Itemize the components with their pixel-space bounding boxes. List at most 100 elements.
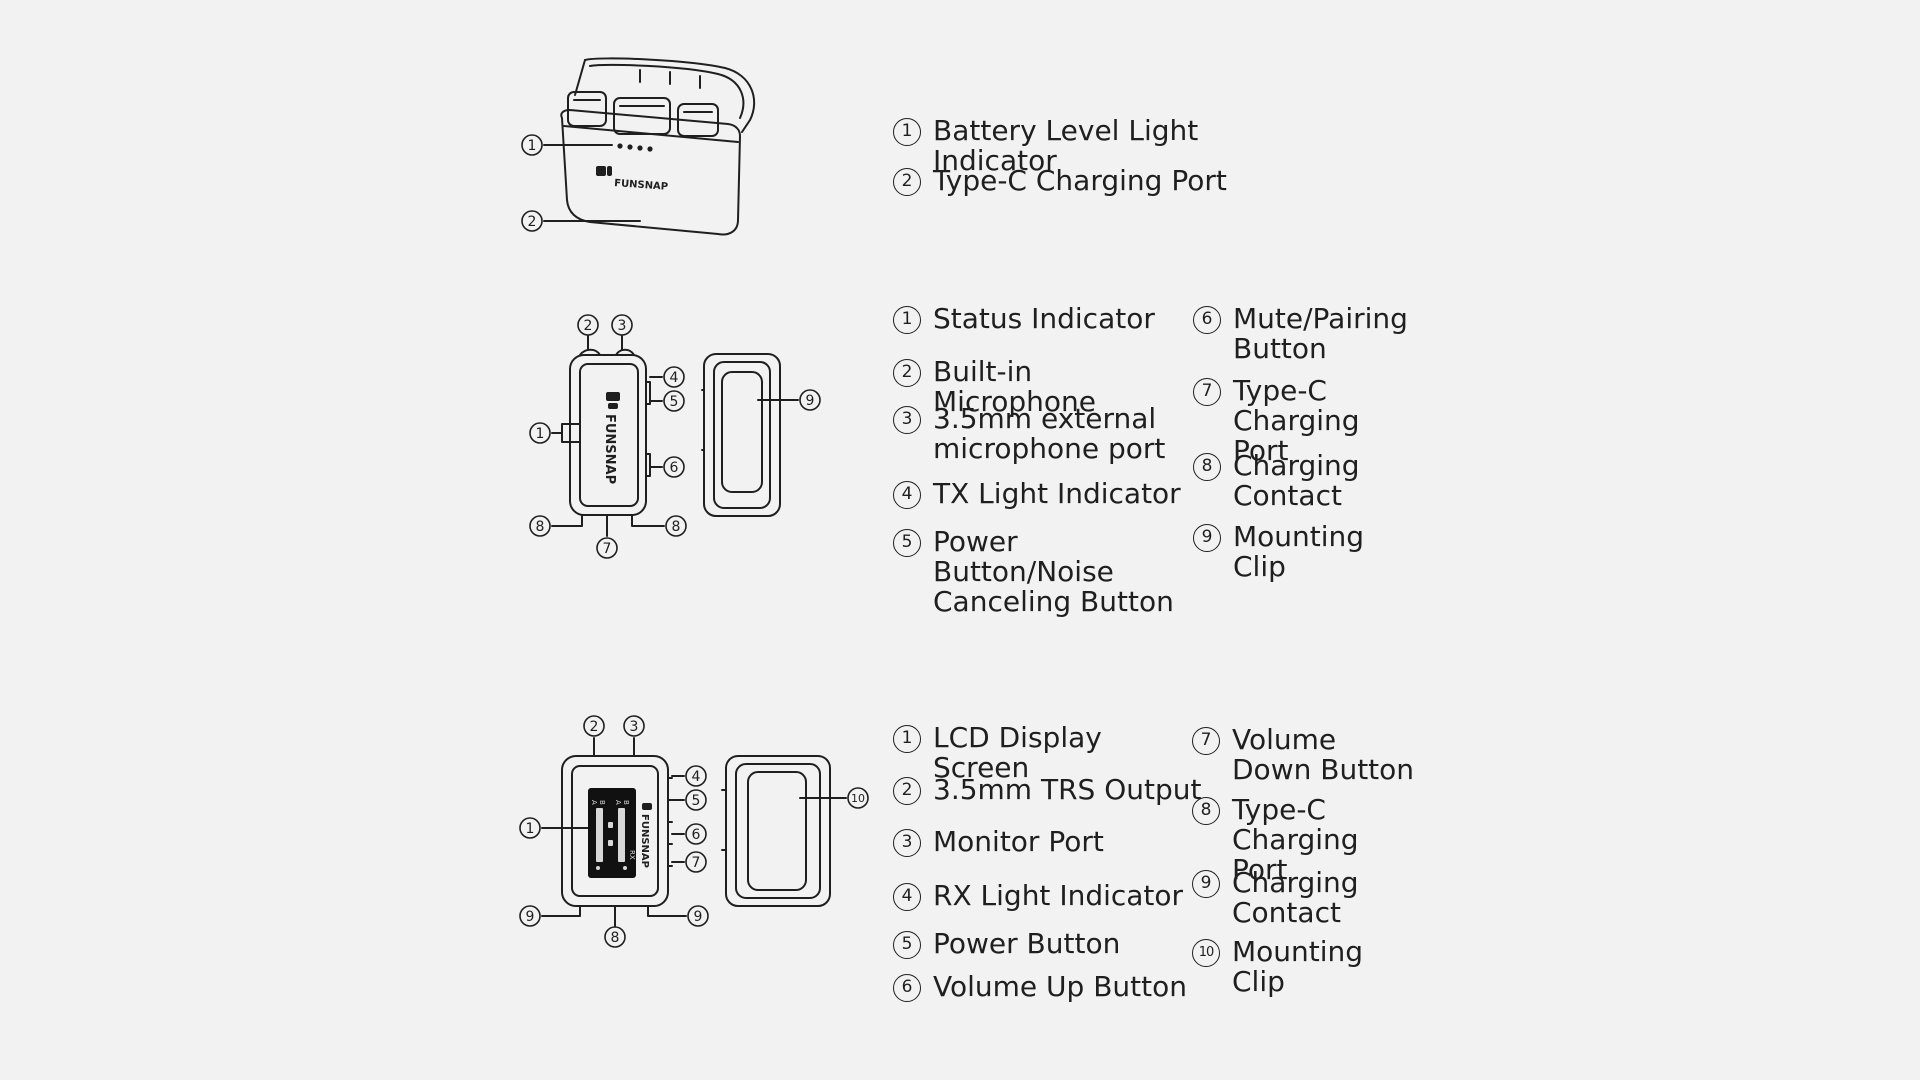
legend-item: 2 Type-C Charging Port [893, 166, 1323, 196]
legend-text: Mounting Clip [1233, 520, 1365, 583]
legend-item: 1 Battery Level Light Indicator [893, 116, 1323, 176]
svg-text:8: 8 [611, 930, 620, 946]
legend-item: 5 Power Button/Noise Canceling Button [893, 527, 1203, 617]
svg-text:1: 1 [528, 138, 537, 154]
legend-text: 3.5mm external microphone port [933, 402, 1166, 465]
legend-item: 7 Volume Down Button [1192, 725, 1422, 785]
lcd-left-label-b: B [598, 800, 606, 805]
rx-callout-9b-marker: 9 [687, 905, 709, 927]
legend-text: Charging Contact [1233, 449, 1360, 512]
svg-text:1: 1 [526, 821, 535, 837]
rx-callout-2-marker: 2 [583, 715, 605, 737]
legend-item: 4 TX Light Indicator [893, 479, 1203, 509]
legend-text: Mute/Pairing Button [1233, 302, 1408, 365]
svg-text:10: 10 [851, 792, 865, 805]
legend-text: Type-C Charging Port [1232, 793, 1359, 886]
legend-text: Volume Down Button [1232, 723, 1415, 786]
legend-item: 8 Type-C Charging Port [1192, 795, 1422, 885]
legend-number: 4 [893, 481, 921, 509]
rx-leader-9b [647, 905, 687, 917]
rx-callout-6-marker: 6 [685, 823, 707, 845]
lcd-right-label-a: A [614, 800, 622, 805]
legend-number: 6 [893, 974, 921, 1002]
legend-number: 3 [893, 406, 921, 434]
legend-text: Monitor Port [933, 825, 1104, 858]
svg-text:7: 7 [692, 855, 701, 871]
legend-number: 2 [893, 168, 921, 196]
tx-callout-3-marker: 3 [611, 314, 633, 336]
svg-text:5: 5 [670, 394, 679, 410]
legend-number: 2 [893, 777, 921, 805]
svg-text:9: 9 [694, 909, 703, 925]
legend-number: 1 [893, 118, 921, 146]
rx-callout-8-marker: 8 [604, 926, 626, 948]
rx-callout-1-marker: 1 [519, 817, 541, 839]
legend-item: 4 RX Light Indicator [893, 881, 1203, 911]
svg-text:8: 8 [672, 519, 681, 535]
legend-number: 9 [1192, 870, 1220, 898]
rx-callout-3-marker: 3 [623, 715, 645, 737]
legend-text: Mounting Clip [1232, 935, 1364, 998]
case-callout-1-marker: 1 [521, 134, 543, 156]
tx-leader-8b [631, 514, 665, 527]
legend-item: 7 Type-C Charging Port [1193, 376, 1423, 466]
legend-text: Volume Up Button [933, 970, 1187, 1003]
rx-callout-10-marker: 10 [847, 787, 869, 809]
svg-text:4: 4 [670, 370, 679, 386]
legend-number: 4 [893, 883, 921, 911]
legend-text: Built-in Microphone [933, 355, 1096, 418]
svg-text:2: 2 [590, 719, 599, 735]
legend-item: 8 Charging Contact [1193, 451, 1423, 511]
rx-lcd-content [596, 808, 627, 870]
svg-text:9: 9 [526, 909, 535, 925]
tx-callout-8b-marker: 8 [665, 515, 687, 537]
case-logo-mark [596, 166, 606, 176]
rx-callout-7-marker: 7 [685, 851, 707, 873]
svg-text:2: 2 [584, 318, 593, 334]
legend-item: 1 LCD Display Screen [893, 723, 1203, 783]
legend-number: 5 [893, 529, 921, 557]
svg-text:7: 7 [603, 541, 612, 557]
legend-number: 6 [1193, 306, 1221, 334]
rx-callout-9a-marker: 9 [519, 905, 541, 927]
svg-text:3: 3 [618, 318, 627, 334]
tx-leader-1 [551, 423, 581, 443]
legend-item: 9 Charging Contact [1192, 868, 1422, 928]
svg-text:6: 6 [670, 460, 679, 476]
legend-text: Power Button [933, 927, 1121, 960]
legend-item: 3 Monitor Port [893, 827, 1203, 857]
legend-number: 9 [1193, 524, 1221, 552]
legend-text: Type-C Charging Port [933, 164, 1227, 197]
svg-text:3: 3 [630, 719, 639, 735]
charging-case-drawing [543, 57, 755, 236]
legend-text: TX Light Indicator [933, 477, 1181, 510]
legend-text: Battery Level Light Indicator [933, 114, 1199, 177]
rx-brand-label: FUNSNAP [639, 814, 650, 868]
tx-callout-4-marker: 4 [663, 366, 685, 388]
lcd-right-label-rx: RX [628, 850, 636, 860]
svg-text:9: 9 [806, 393, 815, 409]
tx-callout-5-marker: 5 [663, 390, 685, 412]
legend-number: 8 [1192, 797, 1220, 825]
transmitter-drawing [551, 335, 799, 537]
lcd-right-label-b: B [622, 800, 630, 805]
legend-item: 1 Status Indicator [893, 304, 1203, 334]
case-callout-2-marker: 2 [521, 210, 543, 232]
tx-logo-mark [606, 392, 620, 401]
legend-number: 10 [1192, 939, 1220, 967]
tx-leader-8a [551, 514, 583, 527]
svg-text:5: 5 [692, 793, 701, 809]
tx-callout-8a-marker: 8 [529, 515, 551, 537]
tx-callout-7-marker: 7 [596, 537, 618, 559]
legend-number: 1 [893, 306, 921, 334]
legend-text: LCD Display Screen [933, 721, 1102, 784]
rx-leader-9a [541, 905, 581, 917]
legend-number: 3 [893, 829, 921, 857]
legend-item: 6 Volume Up Button [893, 972, 1203, 1002]
legend-number: 2 [893, 359, 921, 387]
case-brand-label: FUNSNAP [614, 178, 669, 193]
tx-callout-6-marker: 6 [663, 456, 685, 478]
tx-brand-label: FUNSNAP [602, 414, 617, 484]
tx-callout-9-marker: 9 [799, 389, 821, 411]
